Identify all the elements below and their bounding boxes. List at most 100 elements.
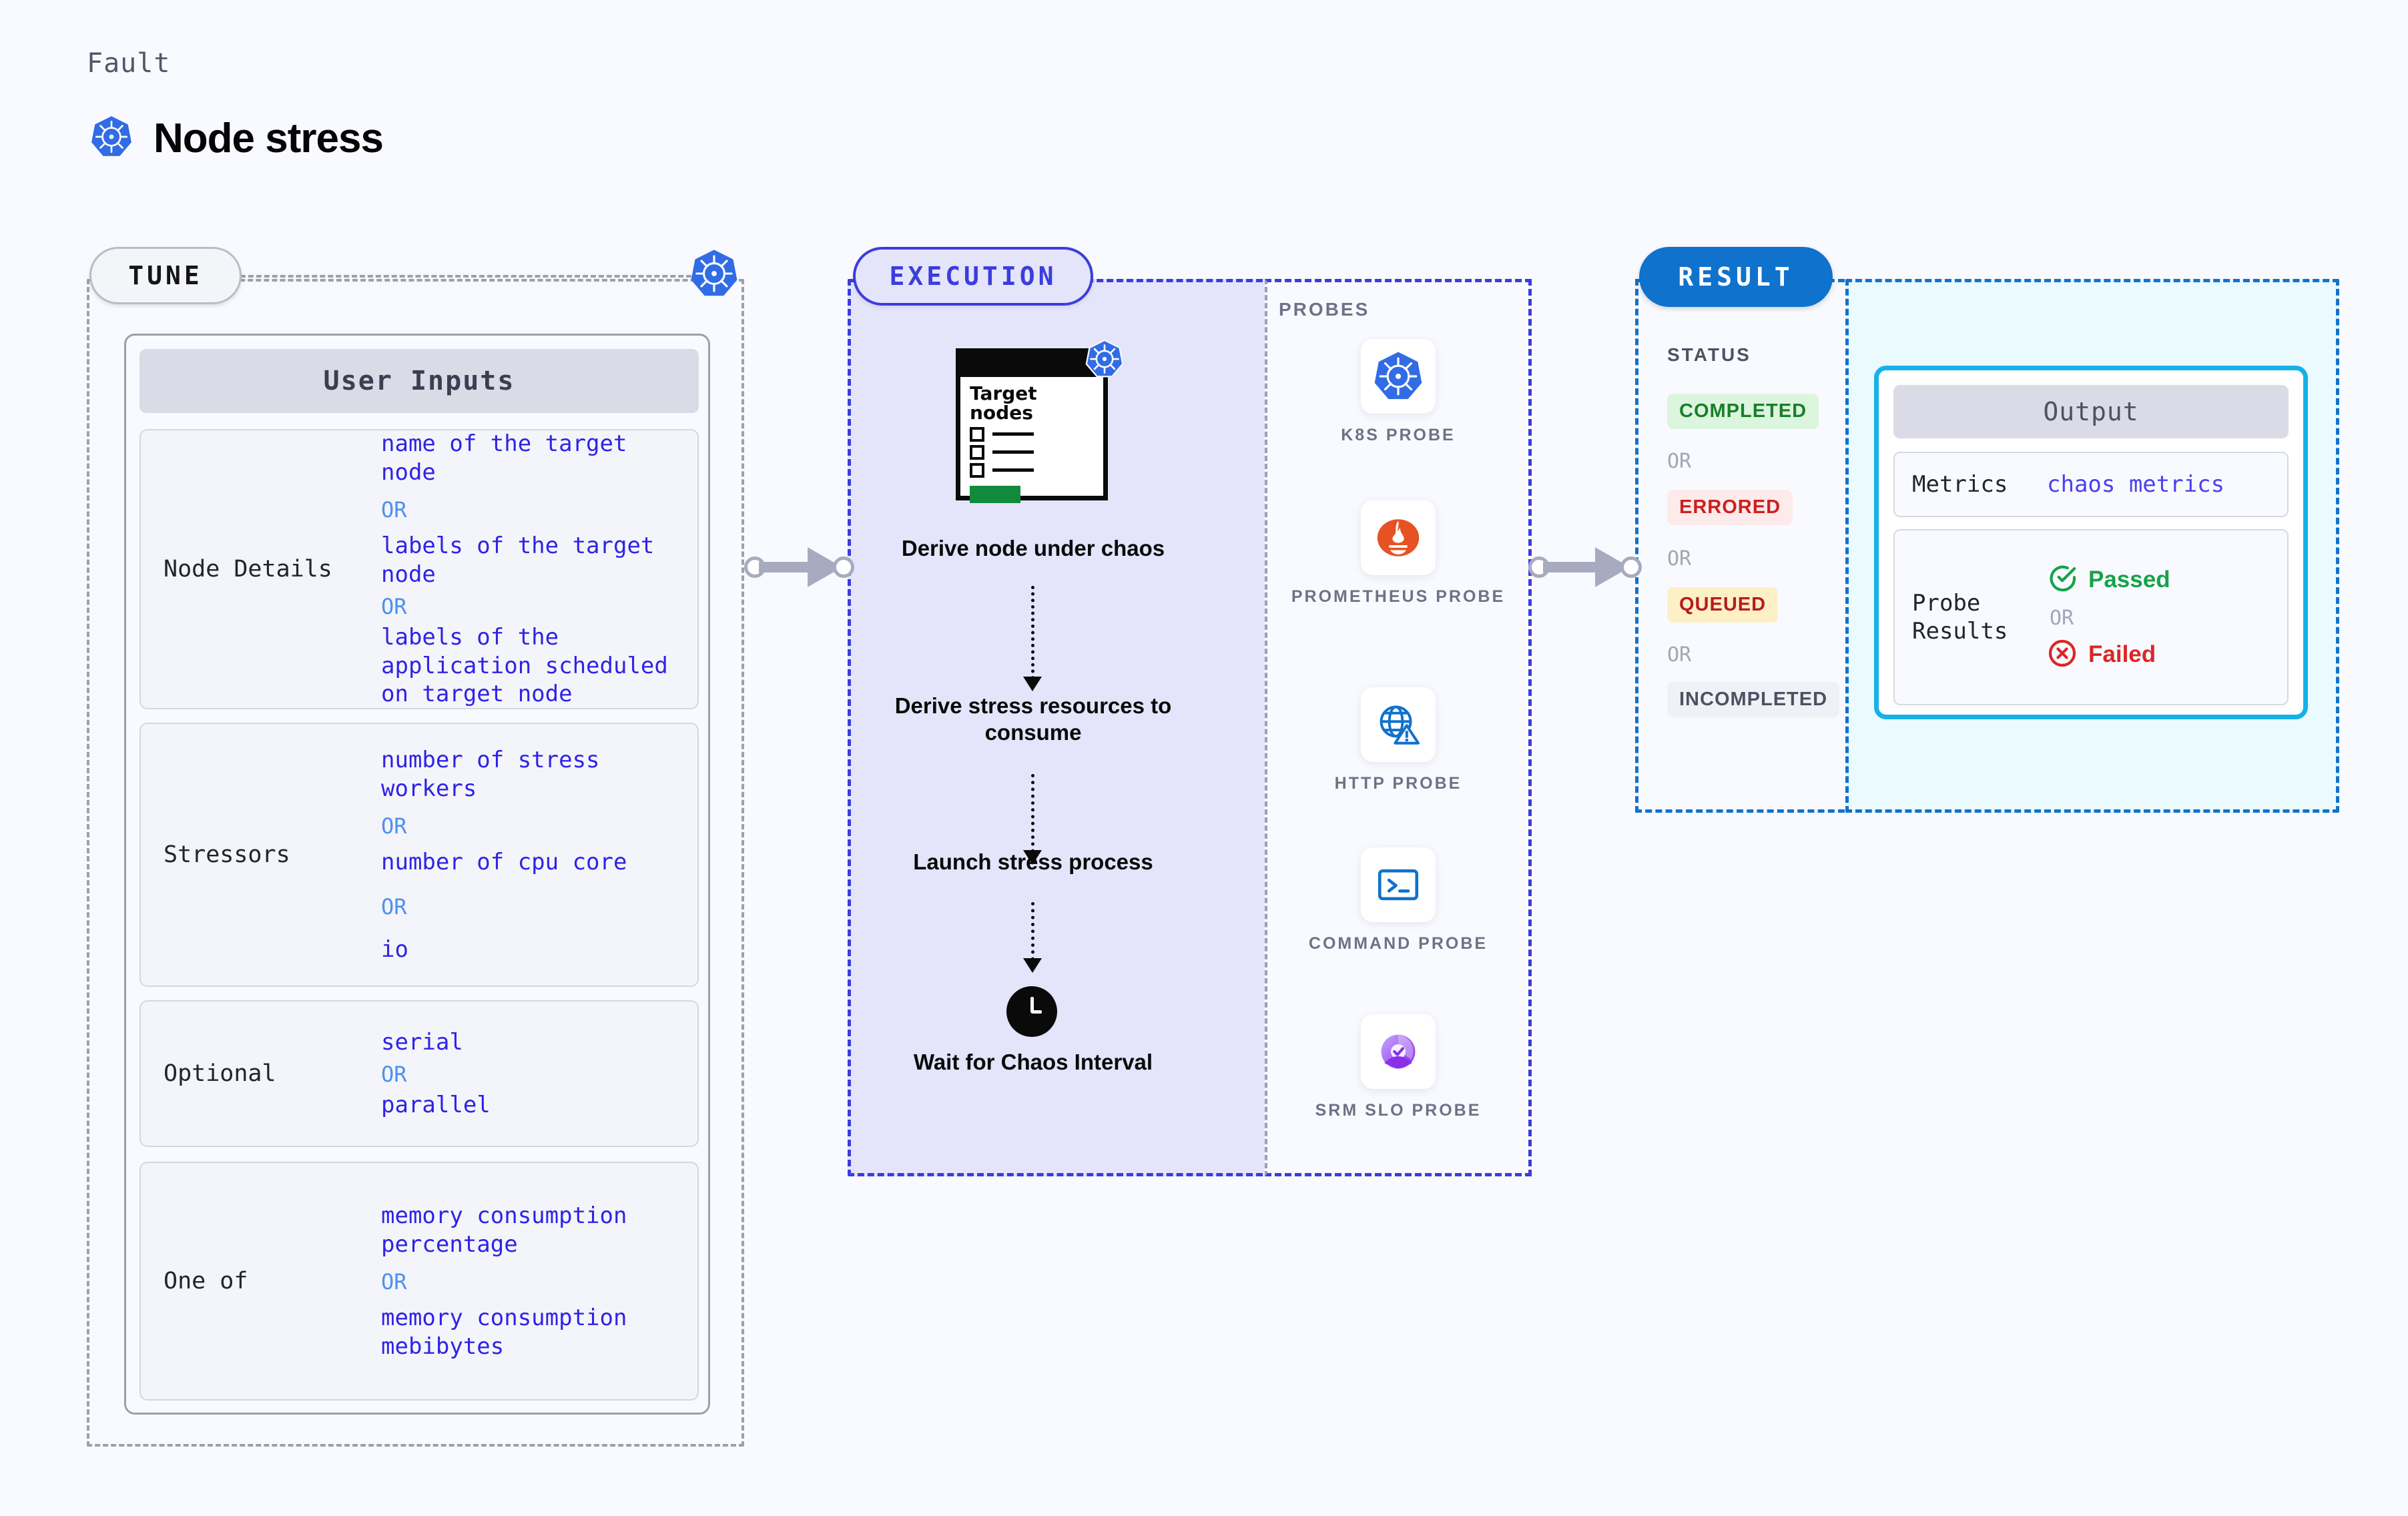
checkbox-icon xyxy=(970,444,984,460)
tune-section-optional: Optional serial OR parallel xyxy=(139,1000,699,1147)
x-circle-icon xyxy=(2047,638,2078,672)
green-bar xyxy=(970,485,1020,503)
metrics-value: chaos metrics xyxy=(2047,471,2225,498)
status-badge-errored: ERRORED xyxy=(1667,490,1793,525)
input-value: io xyxy=(381,935,408,963)
kubernetes-icon xyxy=(89,115,133,162)
checkbox-row xyxy=(960,426,1103,445)
input-value: name of the target node xyxy=(381,430,627,486)
globe-warning-icon xyxy=(1361,687,1436,762)
flow-connector xyxy=(1031,774,1034,859)
arrow-end-dot xyxy=(1620,556,1642,578)
checkbox-icon xyxy=(970,462,984,478)
probe-label: SRM SLO PROBE xyxy=(1315,1101,1482,1120)
tune-section-one-of: One of memory consumption percentage OR … xyxy=(139,1162,699,1401)
execution-pill[interactable]: EXECUTION xyxy=(853,247,1093,306)
probe-item-srm-slo[interactable]: SRM SLO PROBE xyxy=(1288,1014,1508,1122)
arrow-shaft xyxy=(759,562,822,573)
or-separator: OR xyxy=(2050,606,2074,630)
or-separator: OR xyxy=(381,1269,407,1294)
or-separator: OR xyxy=(381,1062,407,1087)
tune-section-node-details: Node Details name of the target node OR … xyxy=(139,429,699,709)
execution-step-2: Derive stress resources to consume xyxy=(894,693,1172,745)
section-label: Optional xyxy=(164,1060,276,1087)
metrics-label: Metrics xyxy=(1912,470,2008,498)
card-title-line2: nodes xyxy=(970,402,1033,424)
passed-label: Passed xyxy=(2088,566,2170,593)
clock-icon xyxy=(1006,986,1057,1037)
card-title-line1: Target xyxy=(970,382,1037,404)
kubernetes-icon xyxy=(1361,339,1436,414)
input-value: number of stress workers xyxy=(381,747,600,802)
probe-results-values: Passed OR Failed xyxy=(2047,563,2170,672)
status-badge-queued: QUEUED xyxy=(1667,587,1779,623)
arrow-tune-to-execution xyxy=(744,547,854,587)
section-values: serial OR parallel xyxy=(381,1028,697,1120)
execution-step-4: Wait for Chaos Interval xyxy=(913,1050,1153,1074)
flow-connector xyxy=(1031,902,1034,968)
checkbox-row xyxy=(960,462,1103,481)
card-titlebar xyxy=(960,353,1103,377)
user-inputs-title: User Inputs xyxy=(139,349,699,413)
output-section-metrics: Metrics chaos metrics xyxy=(1893,452,2289,517)
or-separator: OR xyxy=(381,893,407,919)
or-separator: OR xyxy=(1667,547,1692,571)
section-label: Node Details xyxy=(164,556,332,583)
flow-arrowhead xyxy=(1023,677,1042,691)
probe-item-prometheus[interactable]: PROMETHEUS PROBE xyxy=(1288,500,1508,608)
section-values: name of the target node OR labels of the… xyxy=(381,430,697,709)
flow-connector xyxy=(1031,586,1034,686)
result-pill[interactable]: RESULT xyxy=(1639,247,1833,307)
input-value: memory consumption mebibytes xyxy=(381,1304,627,1360)
placeholder-line xyxy=(992,450,1034,454)
probe-label: K8S PROBE xyxy=(1341,426,1456,444)
or-separator: OR xyxy=(1667,643,1692,667)
or-separator: OR xyxy=(381,594,407,620)
probe-item-http[interactable]: HTTP PROBE xyxy=(1288,687,1508,795)
probe-label: COMMAND PROBE xyxy=(1308,934,1488,953)
arrow-execution-to-result xyxy=(1528,547,1642,587)
failed-label: Failed xyxy=(2088,641,2156,667)
probe-item-command[interactable]: COMMAND PROBE xyxy=(1288,847,1508,955)
fault-title-row: Node stress xyxy=(89,115,384,162)
page-title: Node stress xyxy=(154,115,384,161)
checkbox-row xyxy=(960,444,1103,463)
fault-label: Fault xyxy=(87,48,171,79)
section-label: Stressors xyxy=(164,841,290,868)
input-value: memory consumption percentage xyxy=(381,1202,627,1258)
srm-slo-icon xyxy=(1361,1014,1436,1089)
placeholder-line xyxy=(992,468,1034,472)
probes-title: PROBES xyxy=(1279,299,1370,320)
status-badge-completed: COMPLETED xyxy=(1667,394,1819,429)
user-inputs-card: User Inputs Node Details name of the tar… xyxy=(124,334,710,1415)
card-title: Target nodes xyxy=(960,377,1103,427)
input-value: labels of the application scheduled on t… xyxy=(381,624,668,708)
input-value: serial xyxy=(381,1028,463,1056)
probe-item-k8s[interactable]: K8S PROBE xyxy=(1288,339,1508,446)
tune-pill[interactable]: TUNE xyxy=(89,247,242,304)
section-label: One of xyxy=(164,1268,248,1294)
status-badge-incompleted: INCOMPLETED xyxy=(1667,682,1840,717)
prometheus-icon xyxy=(1361,500,1436,575)
probe-label: HTTP PROBE xyxy=(1334,774,1462,793)
kubernetes-icon xyxy=(1085,339,1125,379)
flow-arrowhead xyxy=(1023,958,1042,973)
flow-arrowhead xyxy=(1023,850,1042,865)
probe-result-passed: Passed xyxy=(2047,563,2170,597)
execution-step-3: Launch stress process xyxy=(913,849,1153,874)
kubernetes-icon xyxy=(689,248,739,299)
arrow-shaft xyxy=(1543,562,1610,573)
status-title: STATUS xyxy=(1667,344,1751,365)
or-separator: OR xyxy=(381,497,407,523)
execution-step-1: Derive node under chaos xyxy=(901,536,1165,560)
check-circle-icon xyxy=(2047,563,2078,597)
placeholder-line xyxy=(992,432,1034,436)
tune-panel xyxy=(87,279,744,1447)
input-value: labels of the target node xyxy=(381,532,655,588)
tune-section-stressors: Stressors number of stress workers OR nu… xyxy=(139,723,699,987)
checkbox-icon xyxy=(970,426,984,442)
input-value: parallel xyxy=(381,1092,491,1118)
